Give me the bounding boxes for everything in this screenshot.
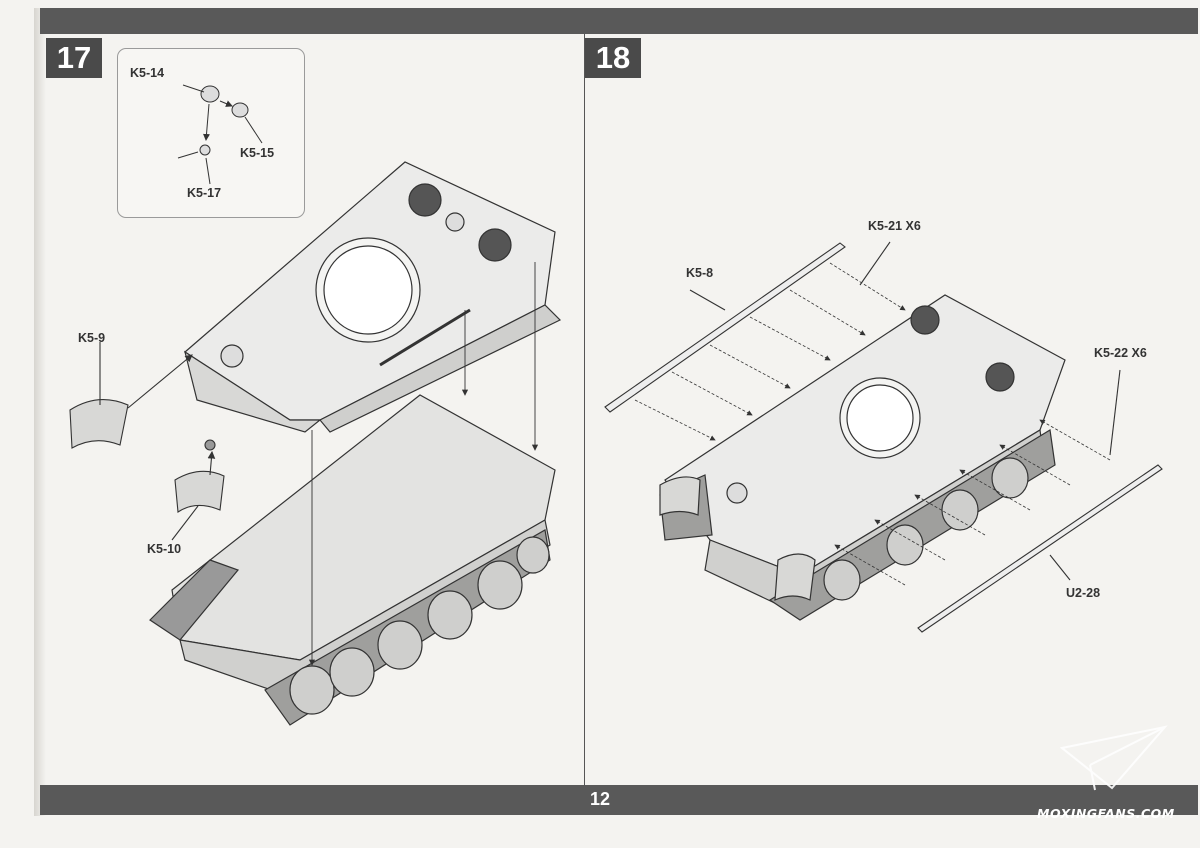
step-18-number: 18	[585, 38, 641, 78]
page-binding-edge	[34, 8, 46, 816]
page-number: 12	[589, 789, 611, 809]
step-18-rails	[604, 241, 1163, 633]
label-k5-14: K5-14	[130, 66, 165, 80]
step-17-number: 17	[46, 38, 102, 78]
label-k5-10: K5-10	[147, 542, 182, 556]
label-k5-22: K5-22 X6	[1094, 346, 1147, 360]
tank-upper-hull-drawing	[184, 161, 562, 433]
label-k5-17: K5-17	[187, 186, 222, 200]
label-k5-21: K5-21 X6	[868, 219, 921, 233]
tank-hull-drawing	[149, 394, 556, 726]
step-17-side-parts	[69, 262, 539, 666]
label-k5-9: K5-9	[78, 331, 106, 345]
step-divider	[584, 34, 585, 786]
inset-parts	[177, 84, 263, 185]
step-18-fastener-arrows	[634, 262, 1111, 586]
paper-plane-logo-icon	[1059, 725, 1168, 791]
label-u2-28: U2-28	[1066, 586, 1101, 600]
label-k5-8: K5-8	[686, 266, 714, 280]
step-17-detail-inset	[117, 48, 305, 218]
bottom-band	[40, 785, 1198, 815]
tank-assembled-drawing	[659, 294, 1066, 621]
top-band	[40, 8, 1198, 34]
watermark-text: MOXINGFANS.COM	[1037, 806, 1175, 821]
label-k5-15: K5-15	[240, 146, 275, 160]
